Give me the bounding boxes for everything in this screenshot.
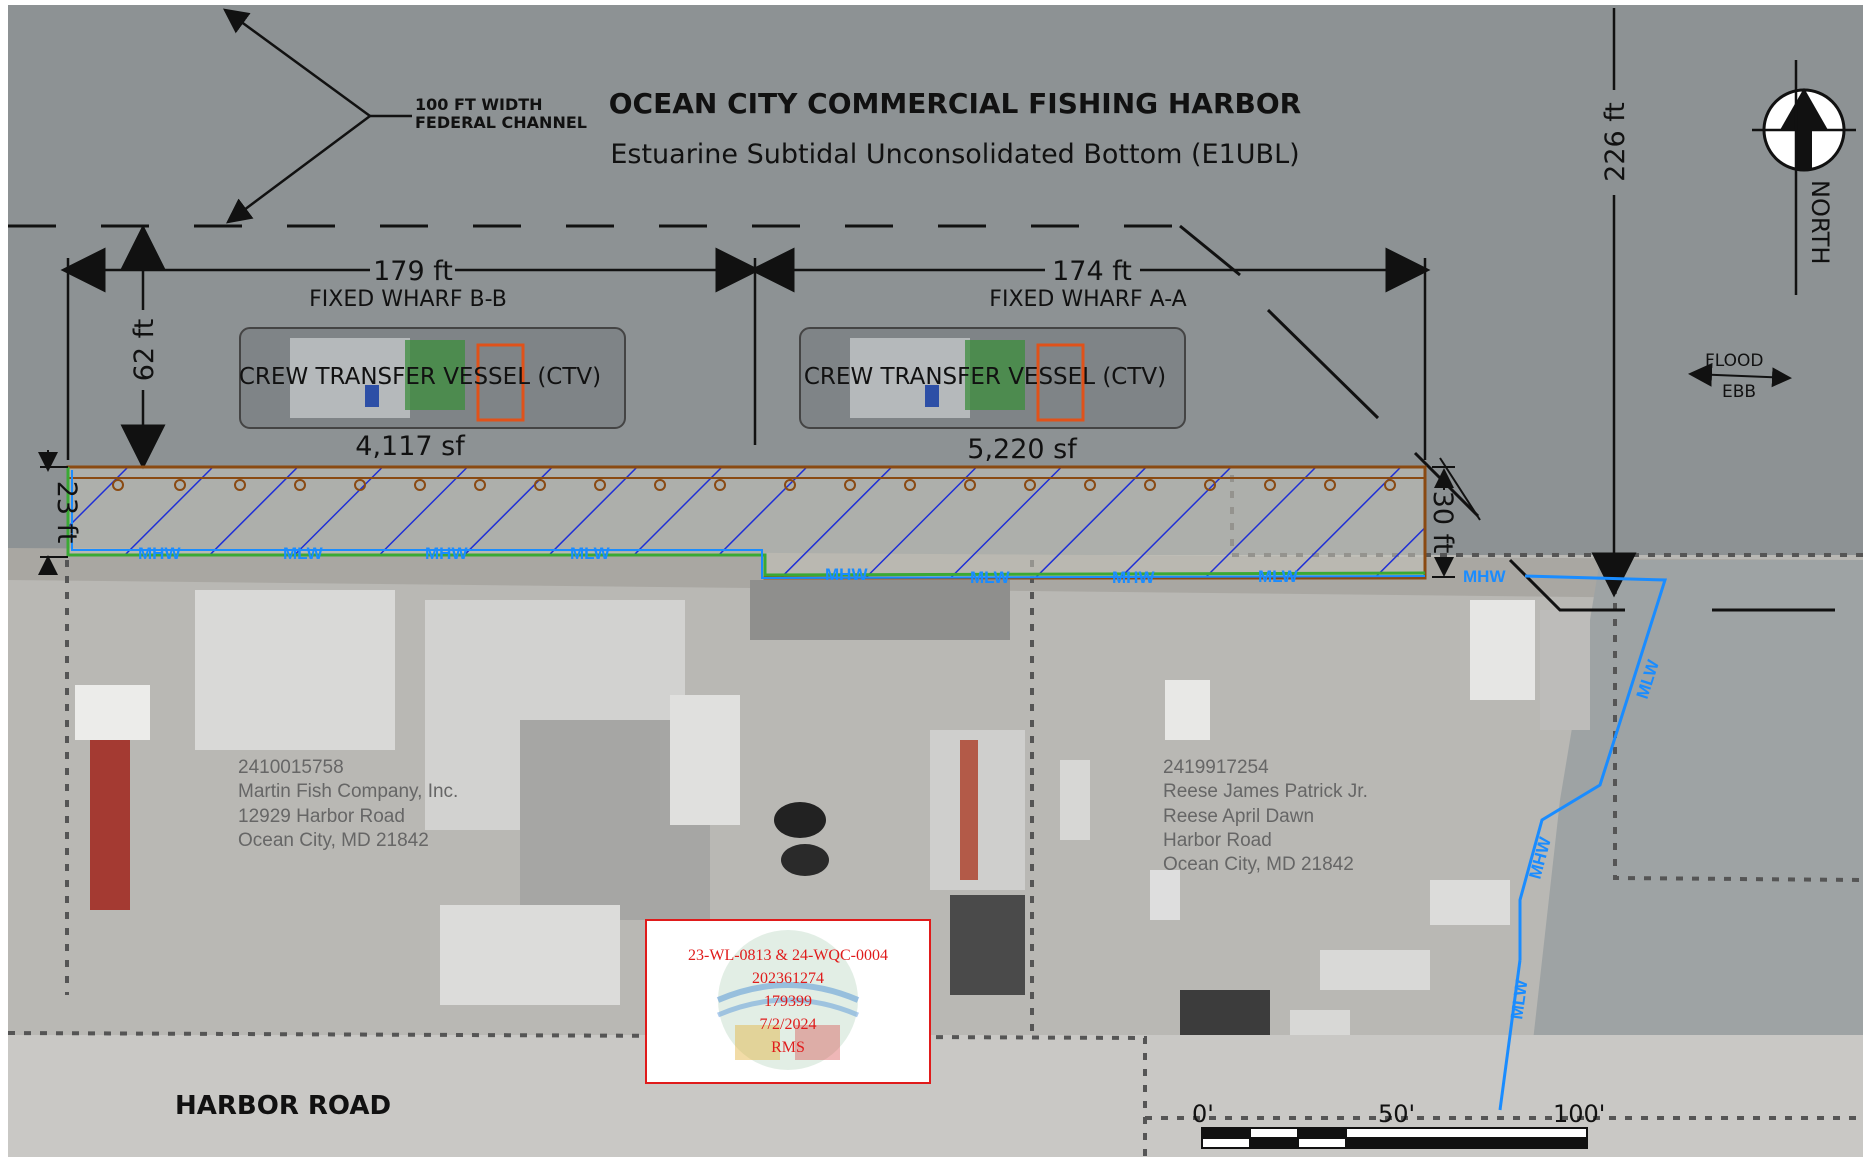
current-flood-label: FLOOD [1705, 351, 1764, 371]
wharf-dimension-lines [60, 247, 1431, 460]
depth-30-dimension [1432, 457, 1481, 578]
stamp-date: 7/2/2024 [760, 1016, 817, 1033]
vessel-b [239, 327, 626, 429]
tide-label-mlw-1: MLW [283, 544, 324, 563]
scale-label-50: 50' [1378, 1100, 1415, 1128]
tide-label-mhw-east: MHW [1463, 567, 1506, 586]
tide-label-mlw-2: MLW [570, 544, 611, 563]
aerial-buildings [75, 580, 1590, 1055]
vessel-b-label: CREW TRANSFER VESSEL (CTV) [239, 364, 601, 390]
parcel-1-owner: Martin Fish Company, Inc. [238, 781, 458, 802]
wharf-b-name: FIXED WHARF B-B [309, 287, 507, 312]
wharf-a-name: FIXED WHARF A-A [989, 287, 1186, 312]
stamp-permit: 23-WL-0813 & 24-WQC-0004 [688, 947, 888, 964]
depth-23-label: 23 ft [51, 481, 82, 544]
depth-30-label: 30 ft [1427, 491, 1458, 554]
wharf-b-area: 4,117 sf [355, 431, 466, 462]
channel-edge-diagonal [1179, 224, 1241, 277]
parcel-1-address: 12929 Harbor Road [238, 806, 405, 827]
parcel-2-owner-2: Reese April Dawn [1163, 806, 1314, 827]
mlw-line-wharf [71, 470, 1426, 580]
wharf-a-area: 5,220 sf [967, 434, 1078, 465]
stamp-id: 179399 [764, 993, 812, 1010]
current-arrow-icon [1688, 362, 1792, 388]
parcel-2-address: Harbor Road [1163, 830, 1272, 851]
tide-label-mlw-3: MLW [970, 568, 1011, 587]
vessel-a-label: CREW TRANSFER VESSEL (CTV) [804, 364, 1166, 390]
parcel-1-city: Ocean City, MD 21842 [238, 830, 429, 851]
map-subtitle: Estuarine Subtidal Unconsolidated Bottom… [610, 139, 1299, 170]
parcel-2-city: Ocean City, MD 21842 [1163, 854, 1354, 875]
scale-label-100: 100' [1553, 1100, 1605, 1128]
channel-label-line2: FEDERAL CHANNEL [415, 113, 587, 132]
north-arrow-icon [1752, 60, 1856, 295]
channel-edge-diagonal-lower [1266, 308, 1380, 420]
map-title: OCEAN CITY COMMERCIAL FISHING HARBOR [609, 87, 1302, 120]
parcel-2-id: 2419917254 [1163, 757, 1269, 778]
offset-226-label: 226 ft [1600, 102, 1631, 182]
road-label: HARBOR ROAD [175, 1091, 391, 1121]
tide-label-mhw-4: MHW [1112, 568, 1155, 587]
mhw-line-east [1518, 574, 1668, 960]
channel-leader [222, 8, 412, 224]
tide-label-mhw-2: MHW [425, 544, 468, 563]
offset-62-label: 62 ft [129, 319, 160, 382]
approval-stamp [645, 919, 931, 1084]
north-label: NORTH [1806, 180, 1834, 264]
tide-label-mhw-1: MHW [138, 544, 181, 563]
stamp-initials: RMS [771, 1039, 805, 1056]
scale-bar [1201, 1127, 1588, 1149]
water-east [1520, 560, 1863, 1157]
tide-label-mlw-4: MLW [1258, 567, 1299, 586]
mhw-line-wharf [66, 467, 1426, 577]
channel-label-line1: 100 FT WIDTH [415, 95, 543, 114]
depth-23-dimension [38, 450, 68, 575]
stamp-number: 202361274 [752, 970, 824, 987]
wharf-a-length: 174 ft [1052, 256, 1132, 287]
current-ebb-label: EBB [1722, 382, 1756, 402]
scale-label-0: 0' [1192, 1100, 1214, 1128]
pile-markers [112, 479, 1396, 491]
vessel-a [799, 327, 1186, 429]
mlw-line-east [1498, 959, 1522, 1111]
tide-label-mhw-3: MHW [825, 565, 868, 584]
wharf-b-length: 179 ft [373, 256, 453, 287]
parcel-1-id: 2410015758 [238, 757, 344, 778]
parcel-2-owner-1: Reese James Patrick Jr. [1163, 781, 1368, 802]
